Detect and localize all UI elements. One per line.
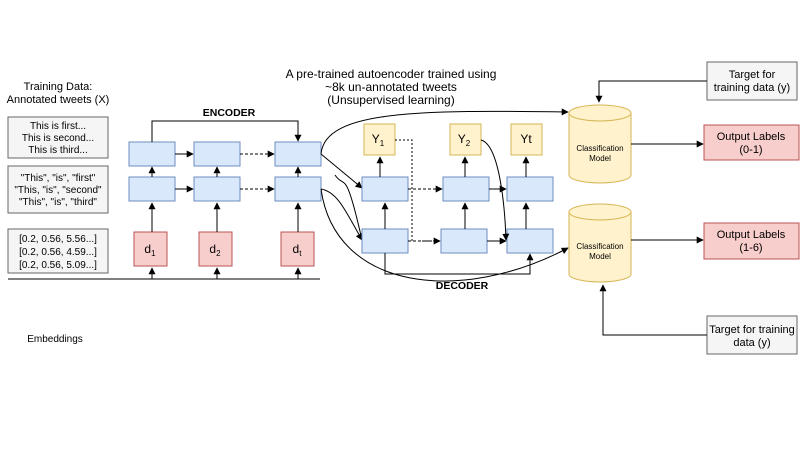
token-row-3: "This", "is", "third" (19, 197, 97, 208)
target-box-2 (706, 315, 798, 355)
target-2-line-1: Target for training (709, 324, 795, 336)
target-box-1 (706, 61, 798, 101)
dec-feedback-2 (480, 139, 510, 241)
decoder-cell-upper-2 (442, 176, 490, 202)
decoder-cell-upper-3 (506, 176, 554, 202)
enc-to-dec-1 (320, 153, 363, 189)
decoder-bracket (384, 253, 534, 275)
encoder-cell-lower-3 (274, 176, 322, 202)
encoder-cell-upper-2 (193, 141, 241, 167)
encoder-cell-upper-3 (274, 141, 322, 167)
output-labels-2-line-2: (1-6) (739, 242, 762, 254)
autoencoder-caption-1: A pre-trained autoencoder trained using (286, 67, 497, 81)
input-d1-box (133, 231, 168, 267)
dec-feedback-1 (395, 139, 440, 242)
output-yt-label: Yt (520, 132, 532, 146)
model-1-label-2: Model (589, 154, 611, 163)
encoder-cell-upper-1 (128, 141, 176, 167)
training-data-title: Training Data: (24, 81, 93, 93)
autoencoder-caption-2: ~8k un-annotated tweets (325, 80, 457, 94)
token-row-1: "This", "is", "first" (21, 173, 96, 184)
output-labels-2-line-1: Output Labels (717, 229, 786, 241)
input-d2-box (198, 231, 233, 267)
enc-to-dec-2 (320, 188, 363, 241)
output-yt-box (510, 123, 543, 156)
tweet-3: This is third... (28, 145, 87, 156)
target-1-arrow (595, 80, 707, 103)
training-data-subtitle: Annotated tweets (X) (7, 94, 110, 106)
encoder-bracket (151, 120, 302, 142)
decoder-cell-lower-3 (506, 228, 554, 254)
tweet-2: This is second... (22, 133, 94, 144)
target-1-line-2: training data (y) (714, 82, 790, 94)
curve-to-model-1 (320, 108, 569, 155)
input-dt-box (280, 231, 315, 267)
vectors-box (7, 228, 109, 274)
output-y1-label: Y1 (372, 132, 385, 148)
output-labels-box-1 (703, 124, 800, 161)
embeddings-label: Embeddings (27, 334, 83, 345)
enc-to-dec-3 (334, 174, 363, 241)
curve-to-model-2 (320, 188, 569, 282)
decoder-label: DECODER (436, 280, 489, 292)
token-row-2: "This, "is", "second" (14, 185, 102, 196)
vector-row-2: [0.2, 0.56, 4.59...] (19, 247, 97, 258)
encoder-label: ENCODER (203, 107, 256, 119)
output-y2-label: Y2 (458, 132, 471, 148)
encoder-cell-lower-2 (193, 176, 241, 202)
vector-row-1: [0.2, 0.56, 5.56...] (19, 234, 97, 245)
tokens-box (7, 165, 109, 214)
decoder-cell-lower-2 (440, 228, 488, 254)
output-labels-box-2 (703, 222, 800, 260)
model-1-label-1: Classification (576, 144, 623, 153)
output-y2-box (449, 123, 482, 156)
encoder-cell-lower-1 (128, 176, 176, 202)
target-2-arrow (599, 284, 707, 336)
model-2-label-1: Classification (576, 242, 623, 251)
output-labels-1-line-2: (0-1) (739, 144, 762, 156)
tweets-box (7, 116, 109, 159)
decoder-cell-upper-1 (361, 176, 409, 202)
decoder-cell-lower-1 (361, 228, 409, 254)
target-2-line-2: data (y) (733, 337, 770, 349)
output-labels-1-line-1: Output Labels (717, 131, 786, 143)
input-dt-label: dt (293, 242, 303, 258)
vector-row-3: [0.2, 0.56, 5.09...] (19, 260, 97, 271)
model-2-label-2: Model (589, 252, 611, 261)
input-d1-label: d1 (144, 242, 156, 258)
autoencoder-caption-3: (Unsupervised learning) (327, 93, 454, 107)
classification-model-1 (568, 104, 632, 184)
classification-model-2 (568, 203, 632, 283)
input-d2-label: d2 (209, 242, 221, 258)
tweet-1: This is first... (30, 121, 86, 132)
target-1-line-1: Target for (729, 69, 776, 81)
